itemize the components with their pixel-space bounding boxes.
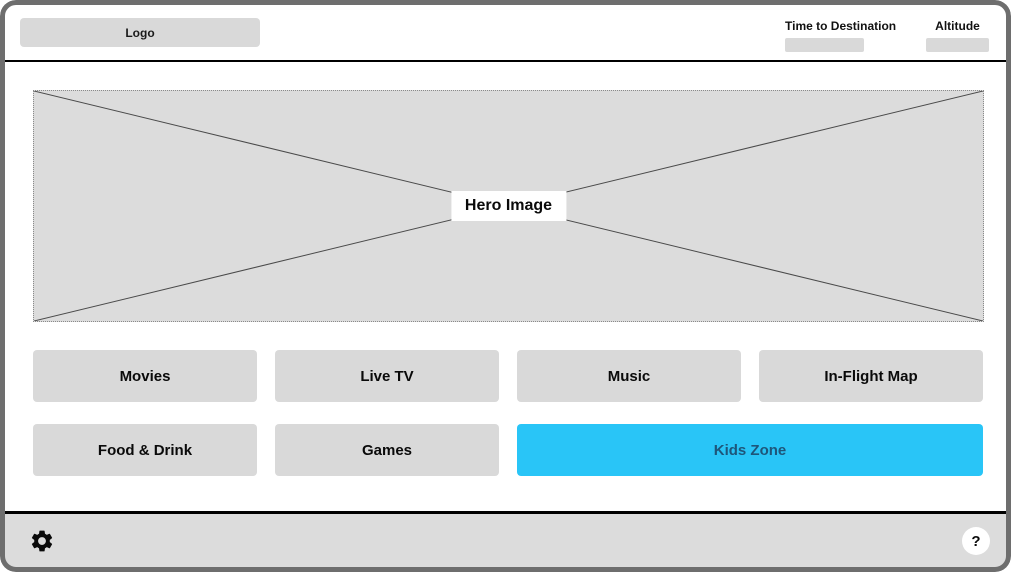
logo-label: Logo bbox=[125, 25, 155, 40]
time-to-destination-value-placeholder bbox=[785, 38, 864, 52]
altitude-stat: Altitude bbox=[925, 19, 990, 52]
bottom-bar-divider bbox=[0, 511, 1011, 514]
help-button[interactable]: ? bbox=[962, 527, 990, 555]
top-bar: Logo Time to Destination Altitude bbox=[0, 0, 1011, 60]
top-bar-divider bbox=[0, 60, 1011, 62]
bottom-bar: ? bbox=[0, 514, 1011, 572]
altitude-label: Altitude bbox=[935, 19, 980, 33]
altitude-value-placeholder bbox=[926, 38, 989, 52]
logo: Logo bbox=[20, 18, 260, 47]
menu-button-music[interactable]: Music bbox=[517, 350, 741, 402]
help-icon: ? bbox=[971, 532, 981, 550]
menu-button-games[interactable]: Games bbox=[275, 424, 499, 476]
gear-icon bbox=[31, 530, 53, 552]
hero-image-label: Hero Image bbox=[450, 191, 567, 221]
time-to-destination-stat: Time to Destination bbox=[785, 19, 898, 52]
menu-button-in-flight-map[interactable]: In-Flight Map bbox=[759, 350, 983, 402]
settings-button[interactable] bbox=[28, 527, 56, 555]
menu-button-live-tv[interactable]: Live TV bbox=[275, 350, 499, 402]
time-to-destination-label: Time to Destination bbox=[785, 19, 897, 33]
menu-button-movies[interactable]: Movies bbox=[33, 350, 257, 402]
menu-button-food-drink[interactable]: Food & Drink bbox=[33, 424, 257, 476]
hero-image-placeholder: Hero Image bbox=[33, 90, 984, 322]
menu-button-kids-zone[interactable]: Kids Zone bbox=[517, 424, 983, 476]
